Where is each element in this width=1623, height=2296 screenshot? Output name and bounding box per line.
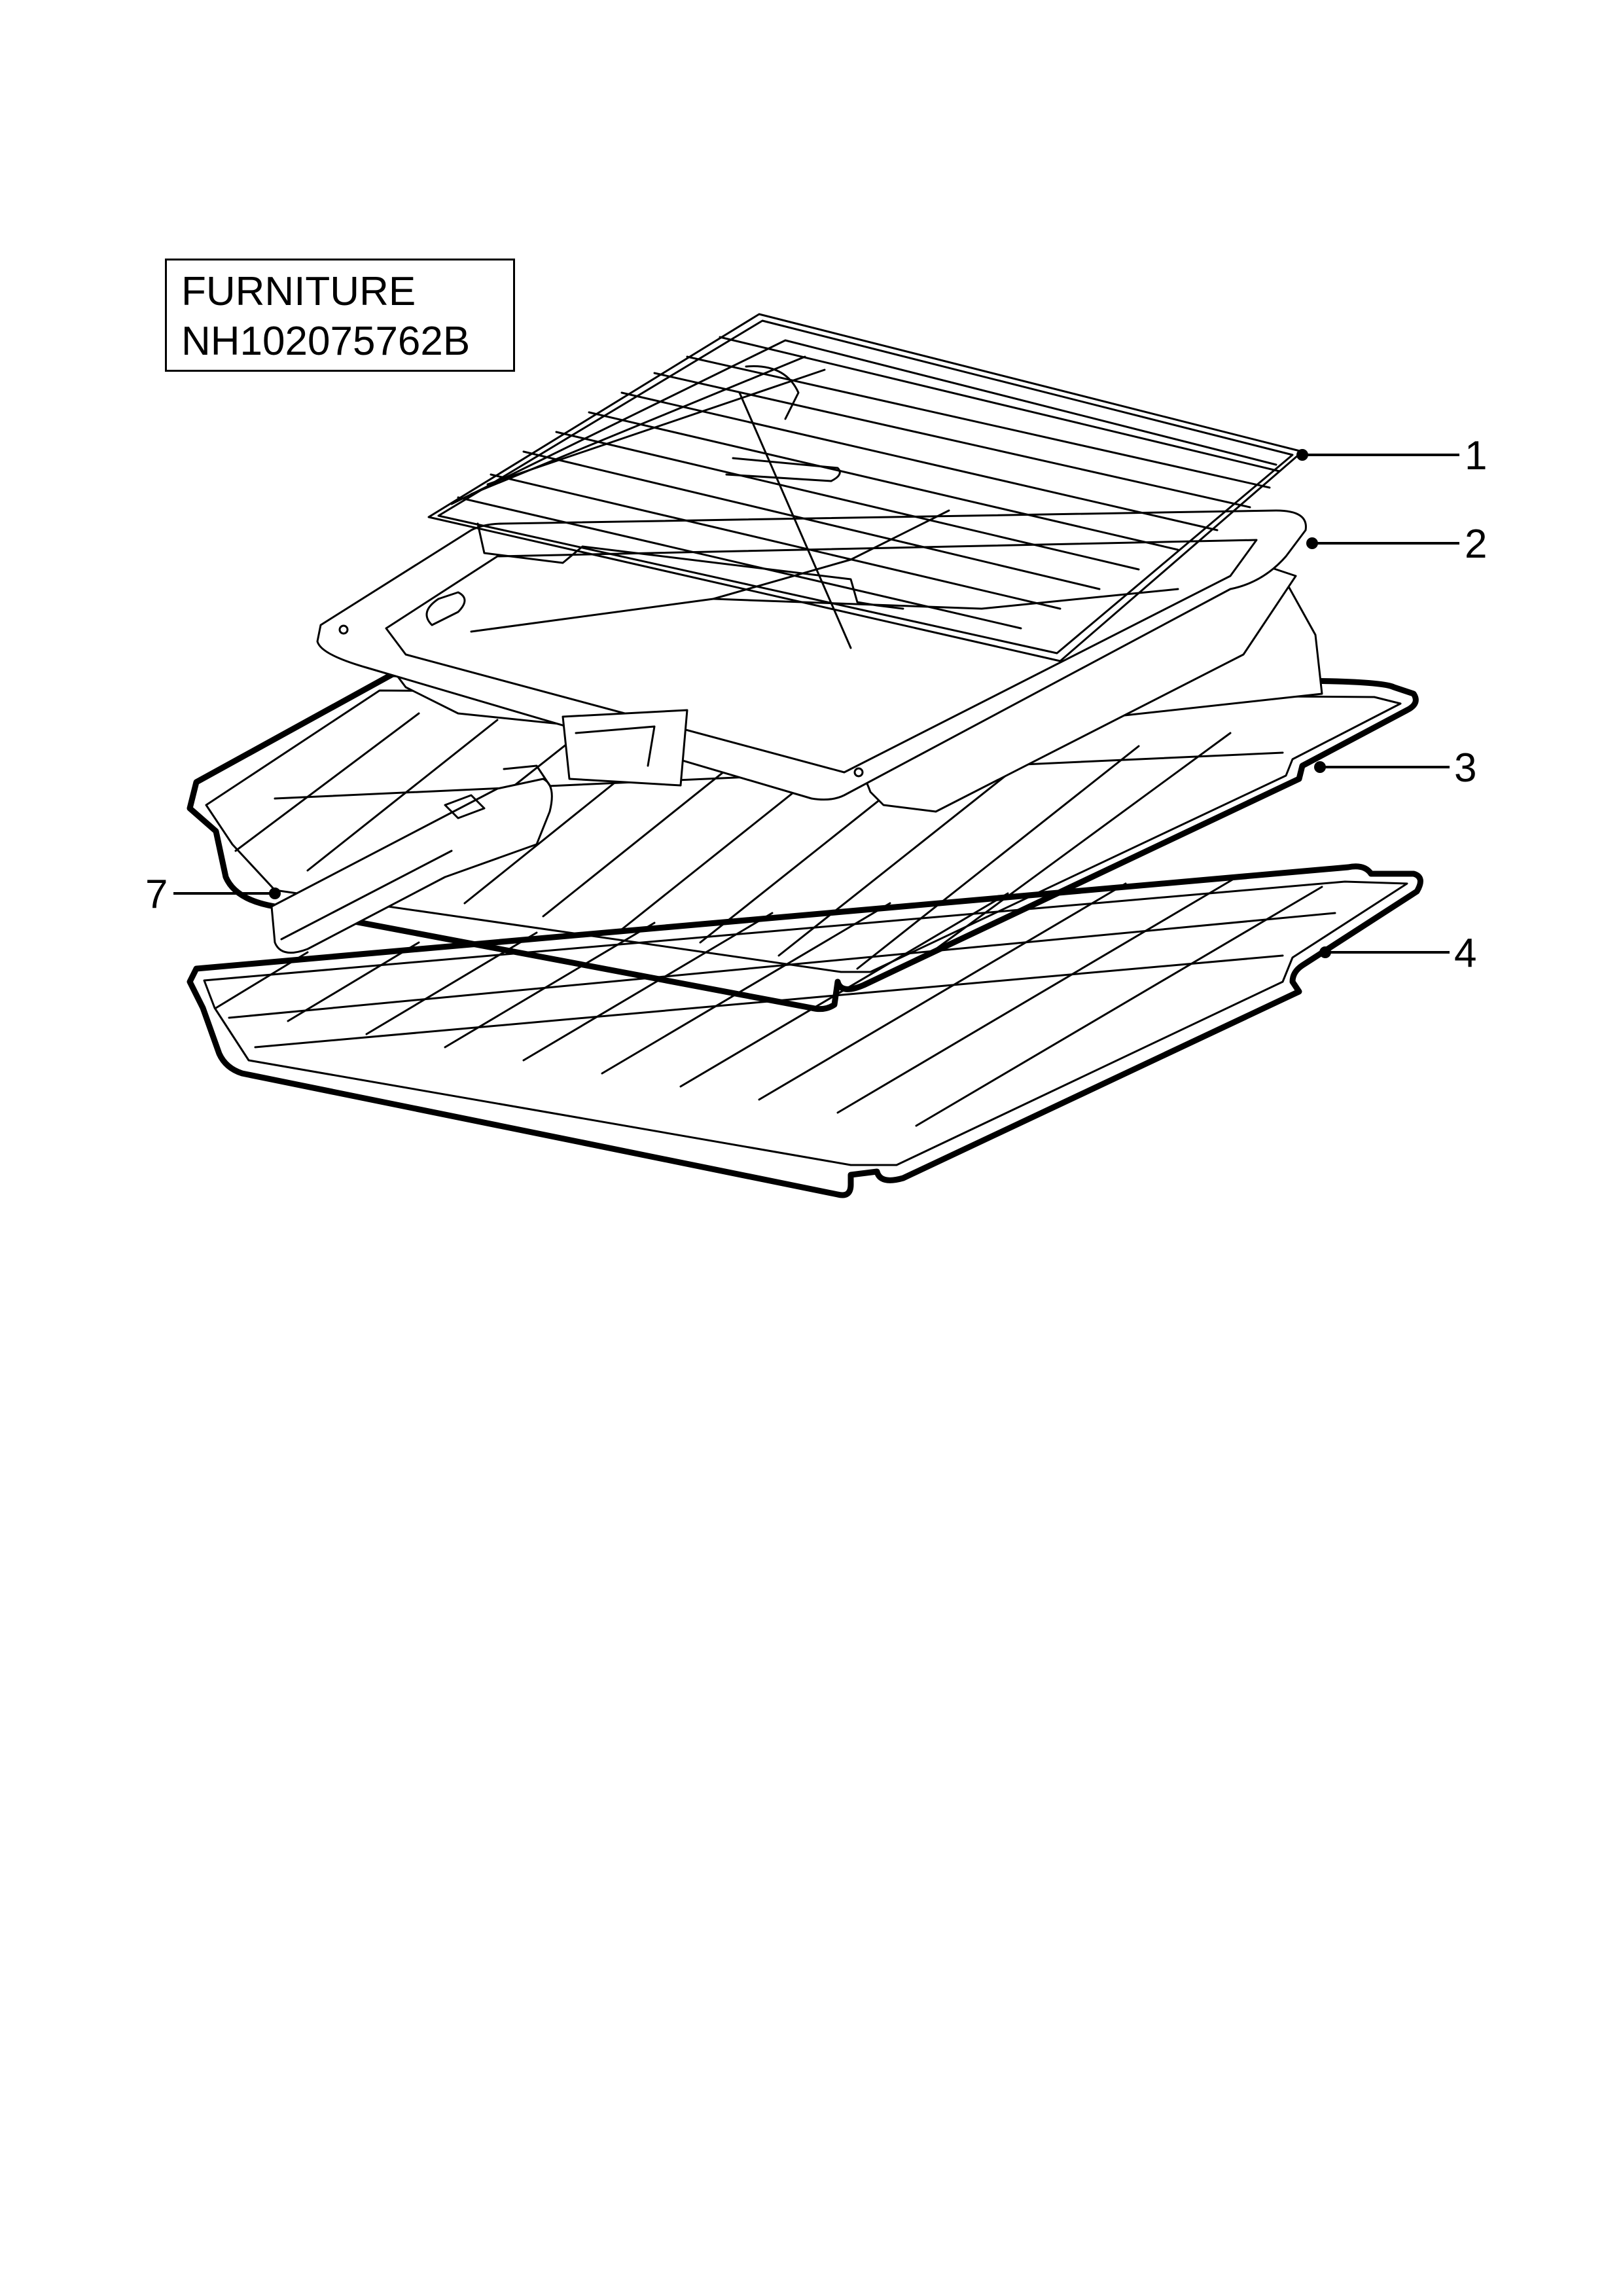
title-line-2: NH102075762B xyxy=(181,319,471,364)
callout-3: 3 xyxy=(1314,745,1476,791)
callout-3-label: 3 xyxy=(1454,745,1476,791)
callout-7: 7 xyxy=(145,872,281,917)
callout-4: 4 xyxy=(1319,931,1476,976)
title-line-1: FURNITURE xyxy=(181,269,416,314)
callout-2-label: 2 xyxy=(1465,522,1487,567)
diagram-title-box: FURNITURE NH102075762B xyxy=(165,259,515,372)
callout-4-label: 4 xyxy=(1454,931,1476,976)
callout-1: 1 xyxy=(1296,433,1487,478)
grill-pan-handle xyxy=(270,764,553,954)
grill-pan xyxy=(316,391,1323,813)
callout-2: 2 xyxy=(1306,522,1487,567)
callout-7-label: 7 xyxy=(145,872,168,917)
lower-oven-shelf xyxy=(187,863,1423,1198)
callout-1-label: 1 xyxy=(1465,433,1487,478)
grid-bars xyxy=(450,336,1281,630)
